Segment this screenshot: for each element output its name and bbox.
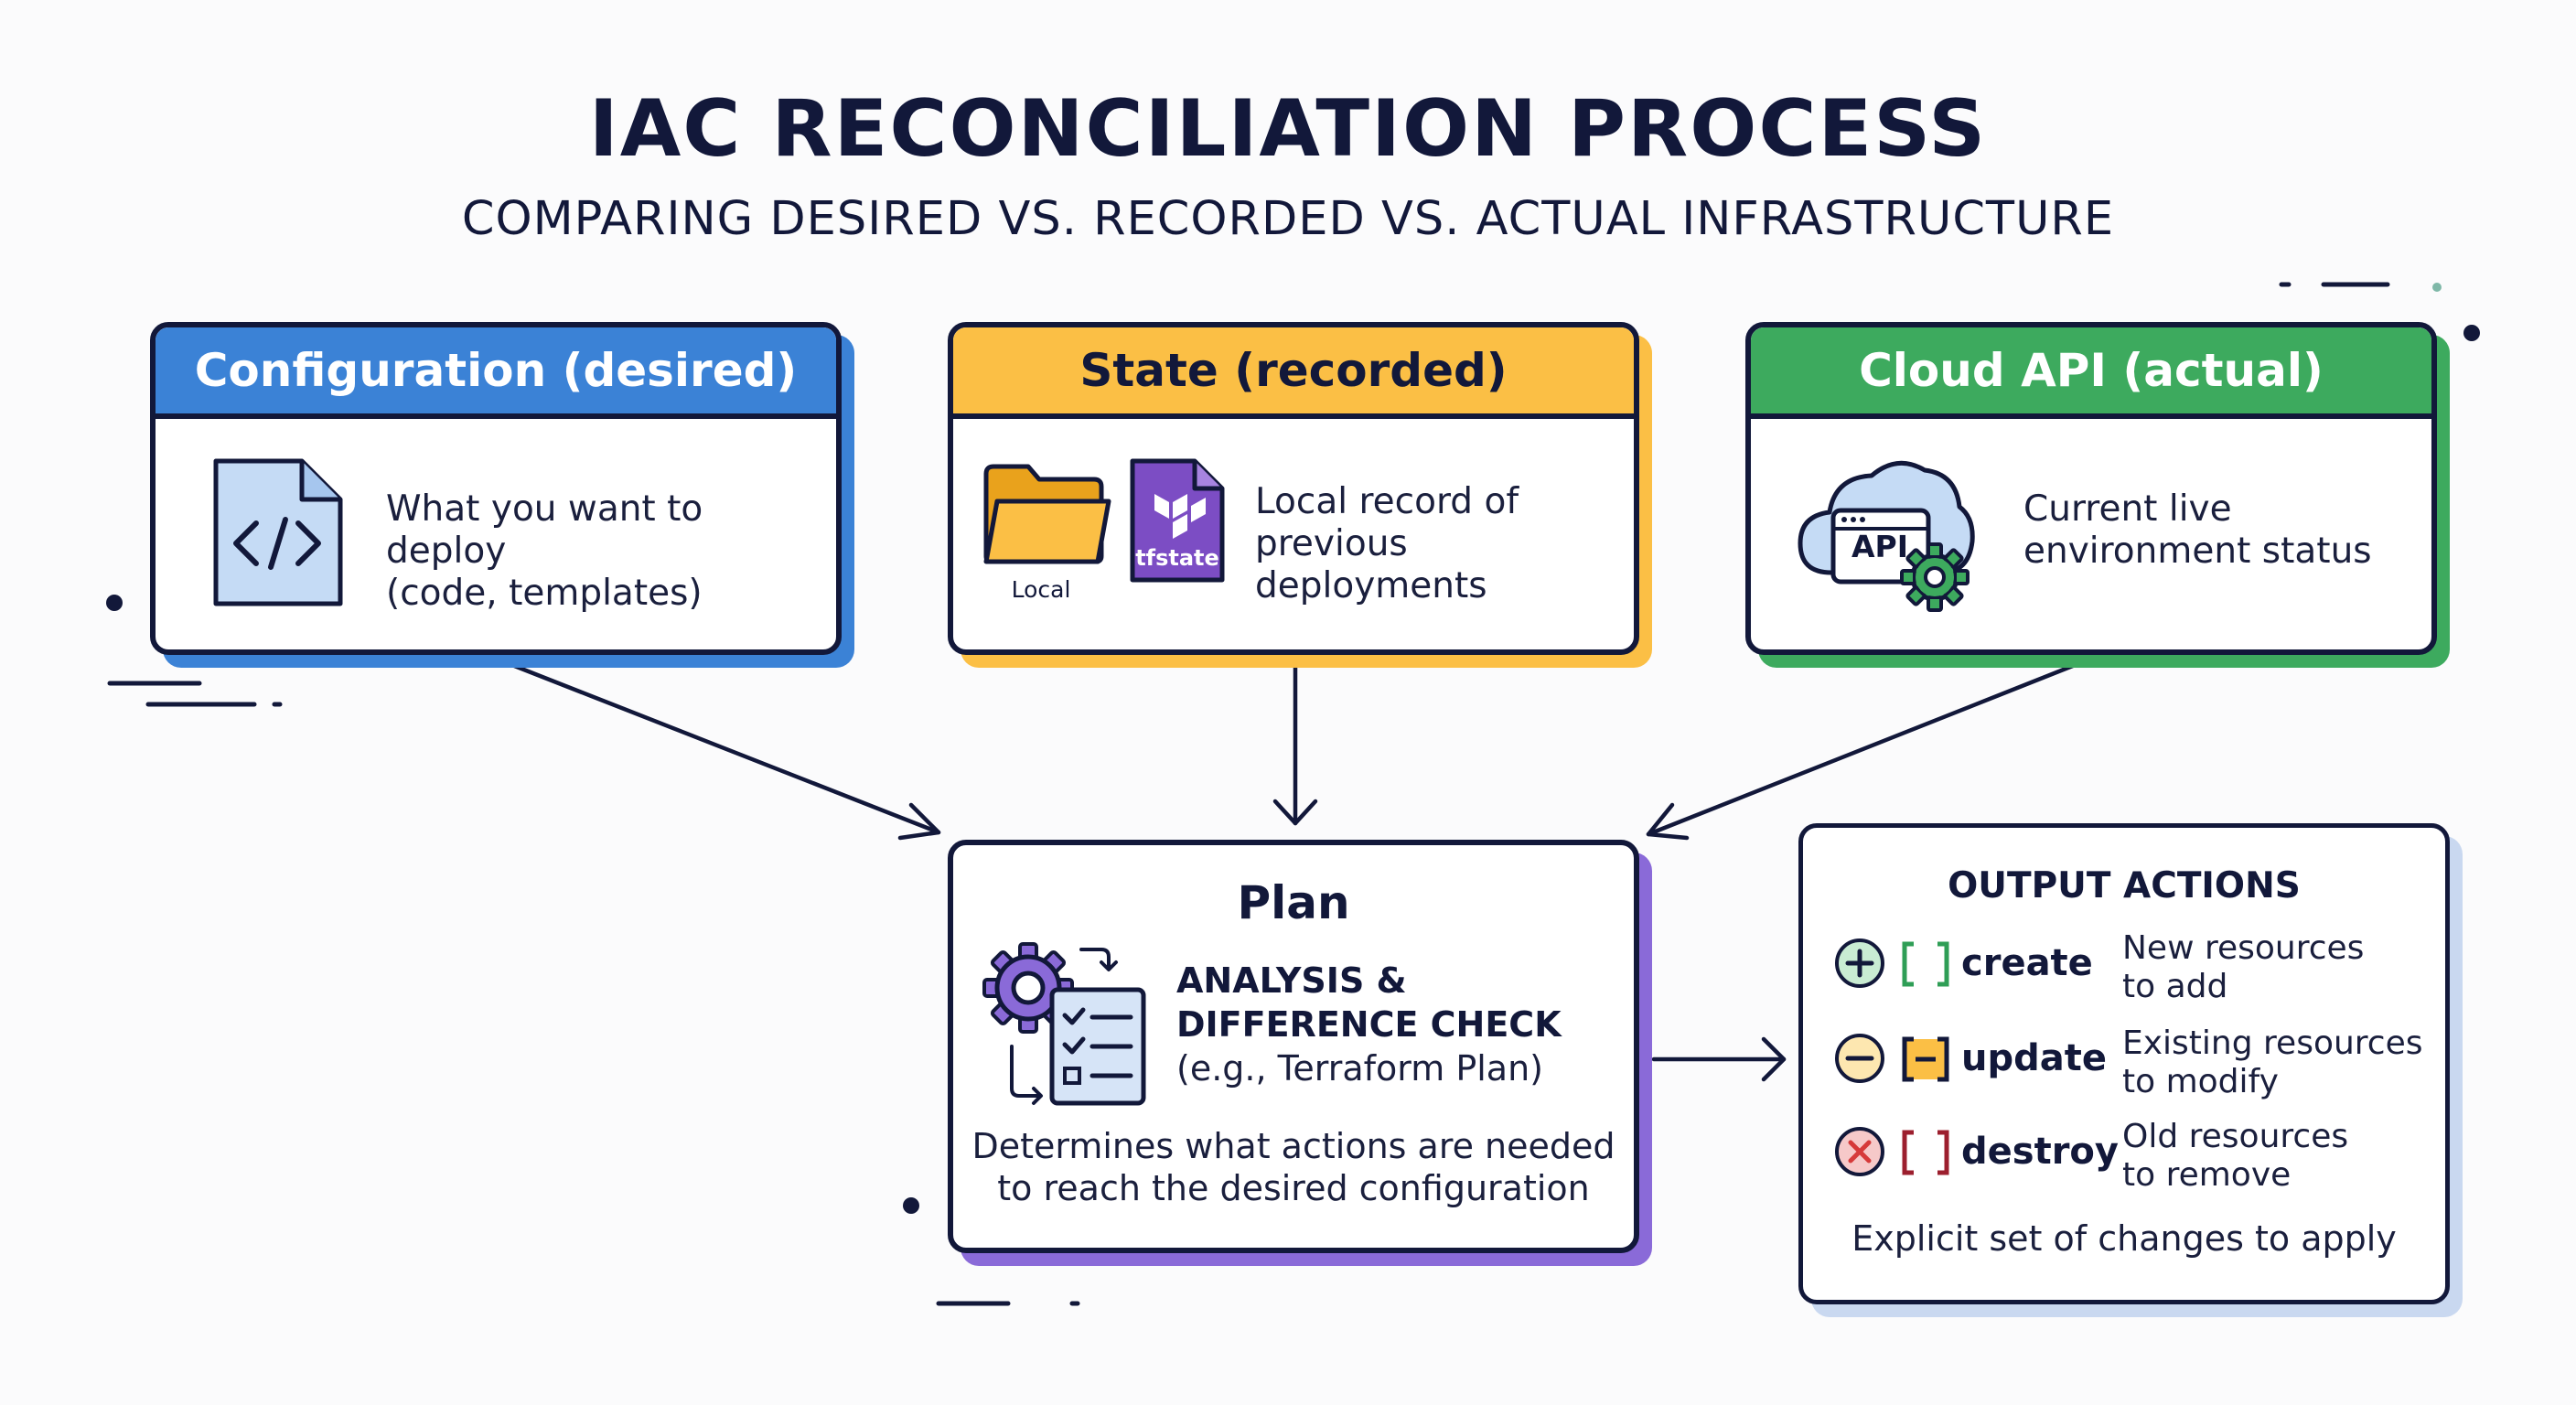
cloud-card: Cloud API (actual) API C xyxy=(1745,322,2450,668)
create-description: New resources to add xyxy=(2122,929,2365,1005)
configuration-header-label: Configuration (desired) xyxy=(194,344,798,397)
folder-label: Local xyxy=(1011,576,1071,603)
state-description: Local record of previous deployments xyxy=(1255,481,1519,606)
configuration-header: Configuration (desired) xyxy=(156,327,836,419)
plus-circle-icon xyxy=(1835,938,1884,988)
destroy-label: destroy xyxy=(1961,1131,2119,1173)
update-description: Existing resources to modify xyxy=(2122,1024,2423,1100)
gear-checklist-icon xyxy=(982,942,1146,1106)
api-label: API xyxy=(1852,529,1909,564)
cloud-header-label: Cloud API (actual) xyxy=(1859,344,2324,397)
folder-icon xyxy=(983,464,1111,564)
state-card: State (recorded) Local tfstate Local rec… xyxy=(948,322,1652,668)
page-subtitle: COMPARING DESIRED VS. RECORDED VS. ACTUA… xyxy=(461,192,2115,246)
state-header: State (recorded) xyxy=(953,327,1634,419)
terraform-logo-icon xyxy=(1154,494,1206,539)
plan-analysis: ANALYSIS & DIFFERENCE CHECK (e.g., Terra… xyxy=(1176,960,1562,1089)
deco-dot xyxy=(106,595,123,611)
create-bracket-icon xyxy=(1902,941,1949,987)
tfstate-file-icon xyxy=(1130,458,1225,583)
cloud-header: Cloud API (actual) xyxy=(1751,327,2431,419)
create-label: create xyxy=(1961,942,2093,984)
destroy-description: Old resources to remove xyxy=(2122,1118,2349,1194)
code-file-icon xyxy=(213,458,343,606)
plan-description: Determines what actions are needed to re… xyxy=(971,1126,1615,1208)
deco-dot xyxy=(2463,325,2480,341)
state-header-label: State (recorded) xyxy=(1079,344,1508,397)
minus-circle-icon xyxy=(1835,1034,1884,1083)
gear-icon xyxy=(1900,542,1970,612)
arrow-config-to-plan xyxy=(493,656,941,835)
output-footer: Explicit set of changes to apply xyxy=(1852,1218,2397,1259)
output-actions-card: OUTPUT ACTIONS create New resources to a… xyxy=(1798,823,2463,1317)
destroy-bracket-icon xyxy=(1902,1130,1949,1175)
deco-dot xyxy=(903,1197,919,1214)
tfstate-label: tfstate xyxy=(1135,545,1219,571)
page-title: IAC RECONCILIATION PROCESS xyxy=(588,83,1988,175)
update-label: update xyxy=(1961,1037,2107,1079)
x-circle-icon xyxy=(1835,1127,1884,1176)
configuration-description: What you want to deploy (code, templates… xyxy=(386,488,703,614)
deco-dot xyxy=(2432,283,2442,292)
arrow-cloud-to-plan xyxy=(1646,656,2094,837)
plan-card: Plan ANALYSIS & DI xyxy=(948,840,1652,1266)
cloud-description: Current live environment status xyxy=(2023,488,2372,572)
configuration-card: Configuration (desired) What you want to… xyxy=(150,322,854,668)
plan-header: Plan xyxy=(1237,876,1350,929)
output-title: OUTPUT ACTIONS xyxy=(1948,865,2301,906)
update-bracket-icon xyxy=(1902,1036,1949,1082)
